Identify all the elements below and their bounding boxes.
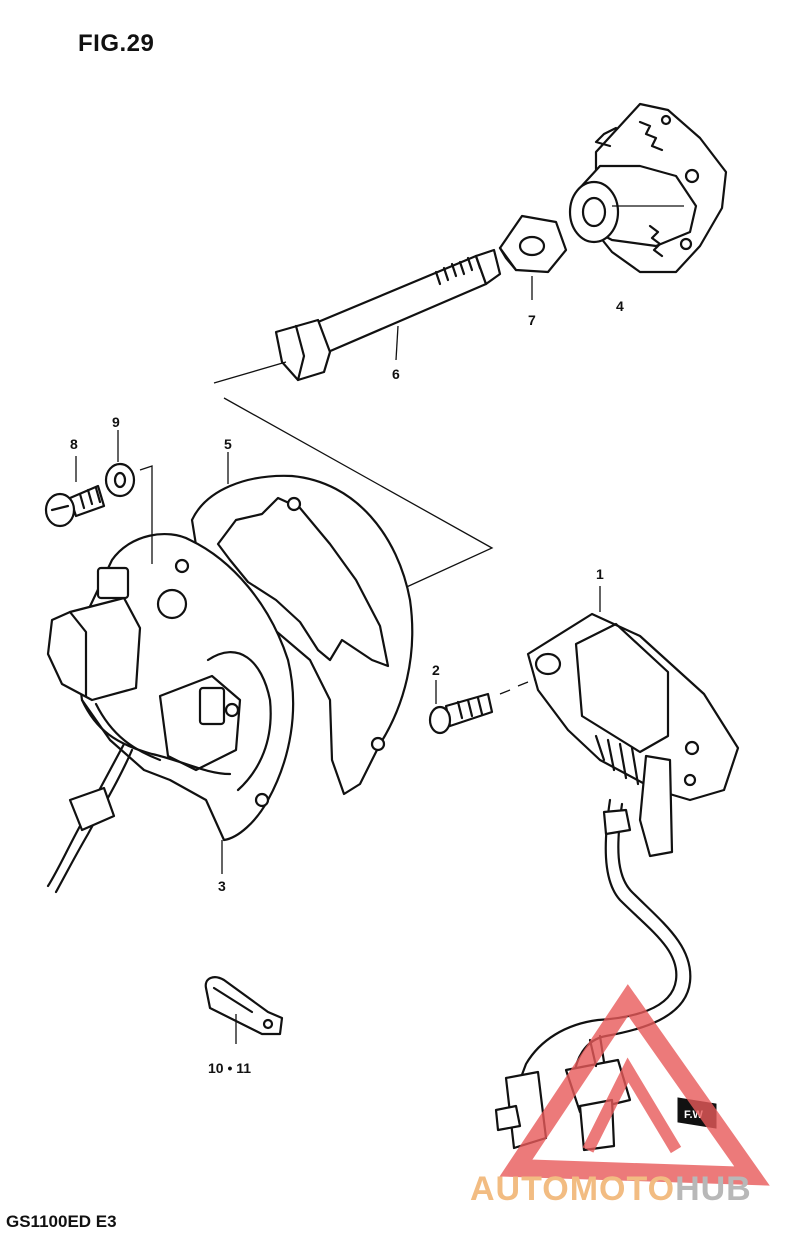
figure-title: FIG.29: [78, 30, 155, 57]
callout-6: 6: [392, 366, 400, 382]
callout-9: 9: [112, 414, 120, 430]
part-5-plate: [190, 452, 414, 796]
callout-3: 3: [218, 878, 226, 894]
part-8-screw: [44, 456, 106, 528]
watermark-text-part-a: AUTOMOTO: [470, 1170, 676, 1208]
callout-1: 1: [596, 566, 604, 582]
part-7-nut: [498, 214, 568, 300]
part-4-signal-generator: [568, 102, 728, 274]
callout-4: 4: [616, 298, 624, 314]
callout-2: 2: [432, 662, 440, 678]
part-1-igniter-unit: [494, 586, 740, 1152]
part-6-bolt: [274, 248, 502, 382]
watermark-text: AUTOMOTOHUB: [470, 1170, 752, 1209]
watermark-logo-icon: [499, 984, 770, 1186]
part-3-pickup-base-plate: [46, 533, 295, 894]
alignment-line: [213, 361, 494, 591]
part-2-screw: [428, 677, 541, 735]
callout-8: 8: [70, 436, 78, 452]
callout-10-11: 10 • 11: [208, 1060, 252, 1076]
callout-7: 7: [528, 312, 536, 328]
part-9-washer: [104, 430, 153, 564]
watermark-text-part-b: HUB: [675, 1170, 752, 1208]
callout-5: 5: [224, 436, 232, 452]
model-code: GS1100ED E3: [6, 1212, 117, 1231]
part-10-11-clamp: [204, 976, 284, 1044]
